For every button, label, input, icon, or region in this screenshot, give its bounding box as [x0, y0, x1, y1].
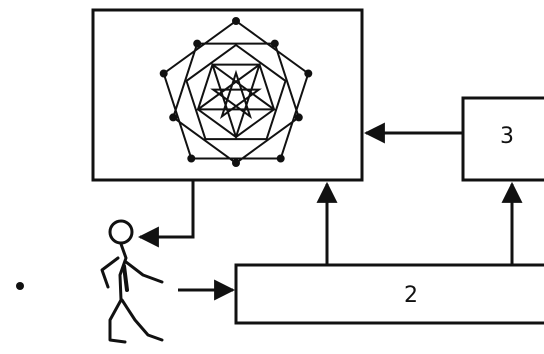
middle-vertex-4: [193, 39, 202, 48]
inner-star: [194, 61, 278, 141]
person-leg-left: [108, 298, 127, 344]
outer-vertex-3: [187, 154, 196, 163]
inner-pentagon-2: [196, 63, 276, 139]
outer-pentagon: [162, 19, 310, 160]
middle-pentagon: [172, 42, 300, 165]
person-figure: [100, 219, 164, 344]
block-3-label: 3: [500, 124, 514, 149]
outer-vertex-2: [276, 154, 285, 163]
person-arm-left: [100, 256, 120, 289]
pentagon-star-figure: [159, 17, 313, 167]
middle-vertex-3: [169, 113, 178, 122]
display-block: [91, 8, 364, 182]
person-arm-right: [124, 260, 164, 284]
outer-vertex-4: [159, 69, 168, 78]
block-2: [234, 263, 544, 325]
middle-vertex-1: [294, 113, 303, 122]
outer-vertex-0: [232, 17, 240, 25]
block-3: [461, 96, 544, 182]
middle-vertex-0: [270, 39, 279, 48]
person-head: [108, 219, 134, 245]
person-torso-mark: [122, 264, 129, 292]
outer-vertex-1: [304, 69, 313, 78]
person-leg-right: [120, 298, 164, 342]
block-2-label: 2: [404, 283, 418, 308]
arrow-display-to-person: [137, 181, 195, 248]
bullet-dot: [16, 282, 24, 290]
middle-vertex-2: [232, 159, 240, 167]
